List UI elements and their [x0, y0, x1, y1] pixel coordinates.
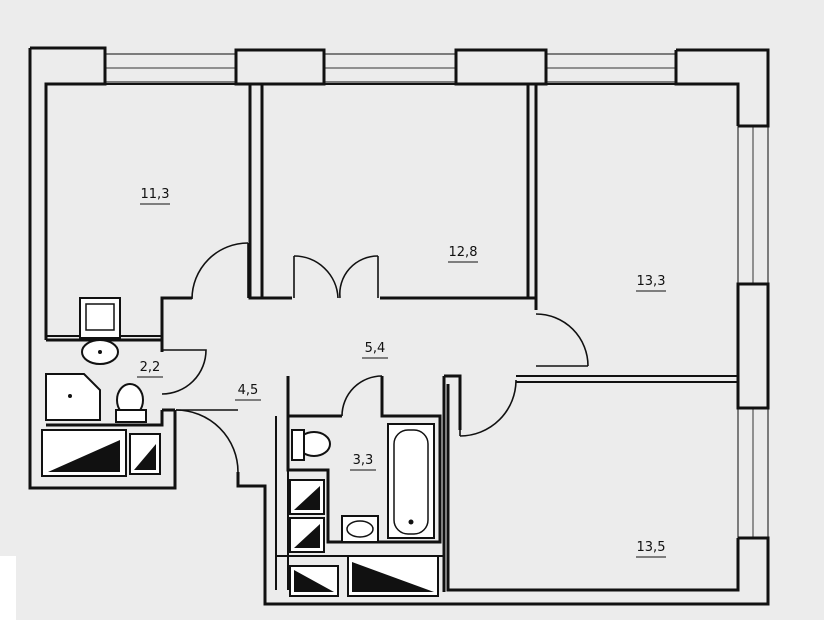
room-area-bedroom-n: 12,8 [449, 245, 478, 260]
room-area-bedroom-nw: 11,3 [141, 187, 170, 202]
shower-icon [45, 373, 101, 421]
bathtub-icon [387, 423, 435, 539]
background-patch [0, 556, 16, 620]
room-area-bedroom-se: 13,5 [637, 540, 666, 555]
room-area-bathroom-s: 3,3 [353, 453, 374, 468]
room-area-bedroom-ne: 13,3 [637, 274, 666, 289]
room-area-bathroom-w: 2,2 [140, 360, 161, 375]
doors [161, 242, 589, 473]
room-area-hall: 5,4 [365, 341, 386, 356]
inner-walls [46, 83, 738, 592]
windows [104, 53, 769, 539]
pillars [234, 48, 548, 86]
fixtures [41, 297, 439, 597]
room-area-entry: 4,5 [238, 383, 259, 398]
room-labels: 11,3 12,8 13,3 5,4 2,2 4,5 3,3 13,5 [137, 187, 666, 558]
